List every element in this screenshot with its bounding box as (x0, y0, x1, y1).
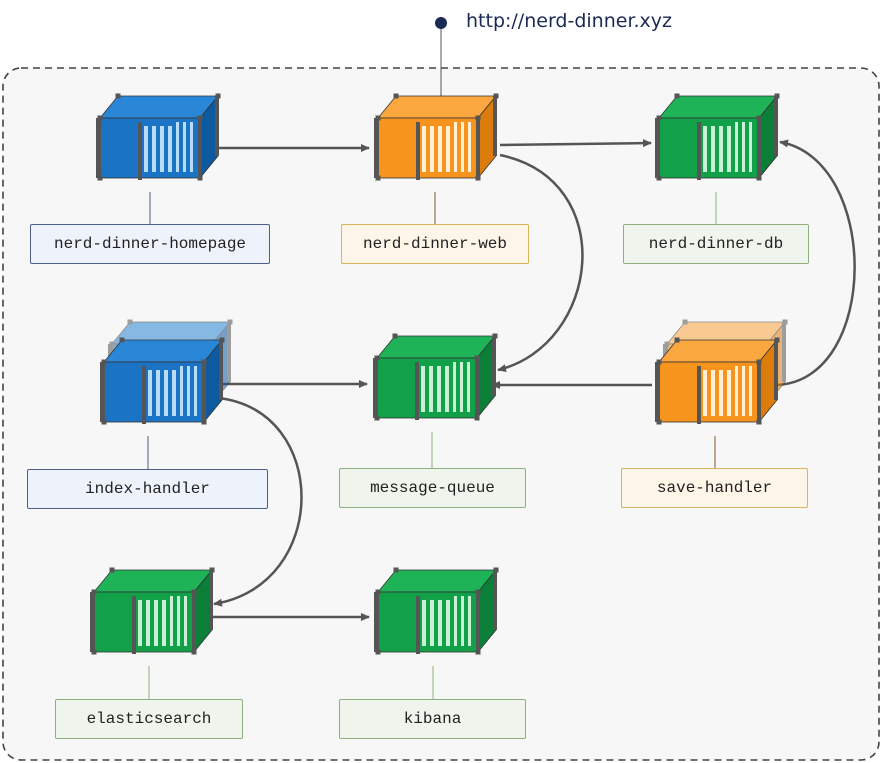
container-box (100, 337, 225, 425)
label-kibana: kibana (339, 699, 526, 739)
edge-index-to-es (213, 396, 303, 607)
url-endpoint-dot (435, 17, 447, 29)
label-elasticsearch: elasticsearch (55, 699, 243, 739)
entry-url[interactable]: http://nerd-dinner.xyz (466, 10, 673, 32)
container-box (373, 333, 498, 421)
homepage-container-icon (96, 93, 221, 181)
mq-container-icon (373, 333, 498, 421)
web-container-icon (374, 93, 499, 181)
index-container-icon (100, 319, 233, 425)
container-box (374, 93, 499, 181)
label-message-queue: message-queue (339, 468, 526, 508)
container-box (96, 93, 221, 181)
edges (211, 139, 856, 621)
container-box (90, 567, 215, 655)
edge-web-to-mq (497, 153, 584, 372)
save-container-icon (655, 319, 788, 425)
label-nerd-dinner-web: nerd-dinner-web (341, 224, 529, 264)
label-nerd-dinner-db: nerd-dinner-db (623, 224, 809, 264)
label-index-handler: index-handler (27, 469, 268, 509)
container-box (655, 337, 780, 425)
label-nerd-dinner-homepage: nerd-dinner-homepage (30, 224, 270, 264)
label-save-handler: save-handler (621, 468, 808, 508)
containers (90, 93, 788, 655)
edge-web-to-db (499, 139, 652, 148)
container-box (374, 567, 499, 655)
es-container-icon (90, 567, 215, 655)
db-container-icon (655, 93, 780, 181)
label-connectors (147, 192, 717, 699)
edge-save-to-db (776, 139, 856, 387)
container-box (655, 93, 780, 181)
kibana-container-icon (374, 567, 499, 655)
